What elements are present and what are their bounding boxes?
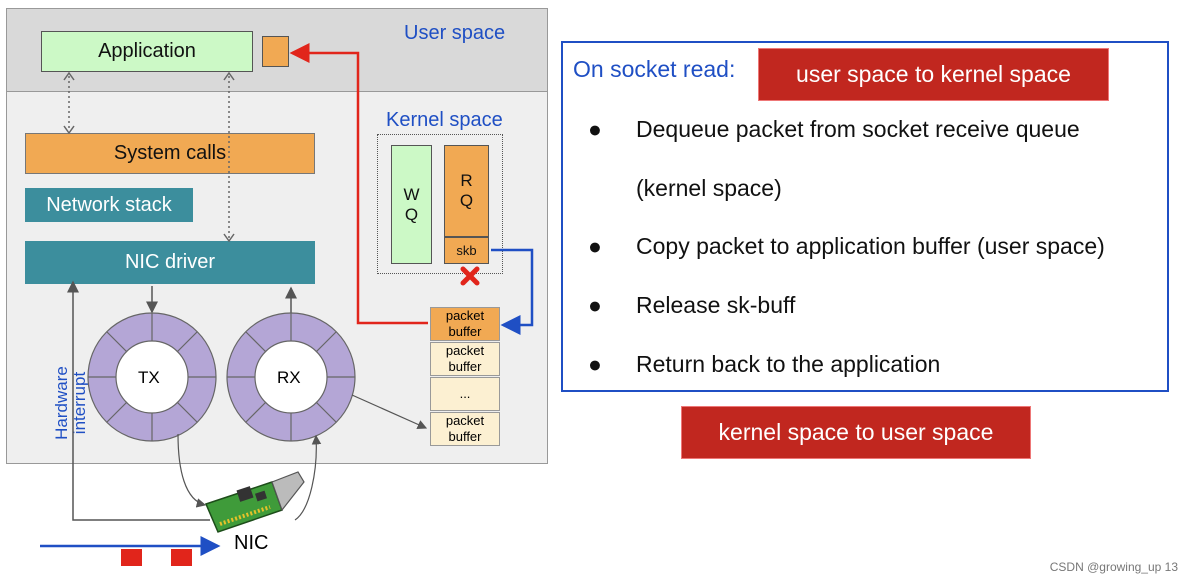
rx-ring bbox=[226, 312, 356, 442]
application-buffer bbox=[262, 36, 289, 67]
nic-driver-box: NIC driver bbox=[25, 241, 315, 284]
skb-label: skb bbox=[456, 243, 477, 258]
wq-label-1: W bbox=[403, 184, 420, 204]
tag-kernel-to-user: kernel space to user space bbox=[681, 406, 1031, 459]
system-calls-label: System calls bbox=[113, 142, 227, 164]
socket-read-panel bbox=[561, 41, 1169, 392]
nic-driver-label: NIC driver bbox=[124, 251, 215, 273]
app-syscall-dotted-arrow bbox=[63, 71, 75, 135]
application-box: Application bbox=[41, 31, 253, 72]
bullet-text: Dequeue packet from socket receive queue bbox=[636, 116, 1080, 142]
tag-user-to-kernel-text: user space to kernel space bbox=[796, 61, 1071, 87]
packet-buffer-text: packet bbox=[445, 308, 485, 323]
application-label: Application bbox=[98, 40, 196, 62]
bullet-text: Return back to the application bbox=[636, 351, 941, 377]
packet-square-2 bbox=[171, 549, 192, 566]
skb-box: skb bbox=[444, 237, 489, 264]
interrupt-arrow bbox=[67, 280, 210, 521]
rq-label-1: R bbox=[460, 171, 473, 190]
tag-user-to-kernel: user space to kernel space bbox=[758, 48, 1109, 101]
bullet-dot: ● bbox=[588, 351, 602, 377]
bullet-dot: ● bbox=[588, 116, 602, 142]
tx-ring bbox=[87, 312, 217, 442]
bullet-dot: ● bbox=[588, 233, 602, 259]
tx-to-nic-curve bbox=[177, 433, 207, 508]
release-x-icon bbox=[460, 266, 480, 286]
bullet-text: Release sk-buff bbox=[636, 292, 796, 318]
network-stack-box: Network stack bbox=[25, 188, 193, 222]
tag-kernel-to-user-text: kernel space to user space bbox=[718, 419, 994, 445]
rx-to-buffer-arrow bbox=[351, 394, 428, 429]
packet-buffer-text: buffer bbox=[448, 324, 482, 339]
packet-buffer-text: packet bbox=[445, 413, 485, 428]
bullet-text: Copy packet to application buffer (user … bbox=[636, 233, 1105, 259]
user-space-label: User space bbox=[404, 22, 506, 44]
nic-label: NIC bbox=[234, 532, 269, 554]
kernel-space-label: Kernel space bbox=[386, 109, 503, 131]
bullet-dot: ● bbox=[588, 292, 602, 318]
packet-buffer-text: buffer bbox=[448, 359, 482, 374]
packet-buffer-text: ... bbox=[459, 386, 471, 401]
nic-card-icon bbox=[204, 471, 305, 533]
packet-buffer-text: buffer bbox=[448, 429, 482, 444]
kernel-space-frame bbox=[377, 134, 503, 274]
panel-heading: On socket read: bbox=[573, 56, 736, 82]
rq-label-2: Q bbox=[459, 191, 474, 210]
packet-buffer-ellipsis: ... bbox=[430, 377, 500, 411]
tx-label: TX bbox=[138, 368, 160, 387]
bullet-text: (kernel space) bbox=[636, 175, 782, 201]
app-nicdriver-dotted-arrow bbox=[223, 71, 235, 243]
system-calls-box: System calls bbox=[25, 133, 315, 174]
wq-label-2: Q bbox=[404, 204, 419, 224]
rx-label: RX bbox=[277, 368, 301, 387]
nic-to-rx-curve bbox=[294, 434, 322, 521]
skb-to-buffer-arrow bbox=[491, 248, 534, 335]
packet-buffer-text: packet bbox=[445, 343, 485, 358]
copy-to-user-arrow bbox=[289, 43, 428, 325]
network-stack-label: Network stack bbox=[46, 193, 172, 216]
packet-square-1 bbox=[121, 549, 142, 566]
watermark: CSDN @growing_up 13 bbox=[1049, 560, 1178, 574]
